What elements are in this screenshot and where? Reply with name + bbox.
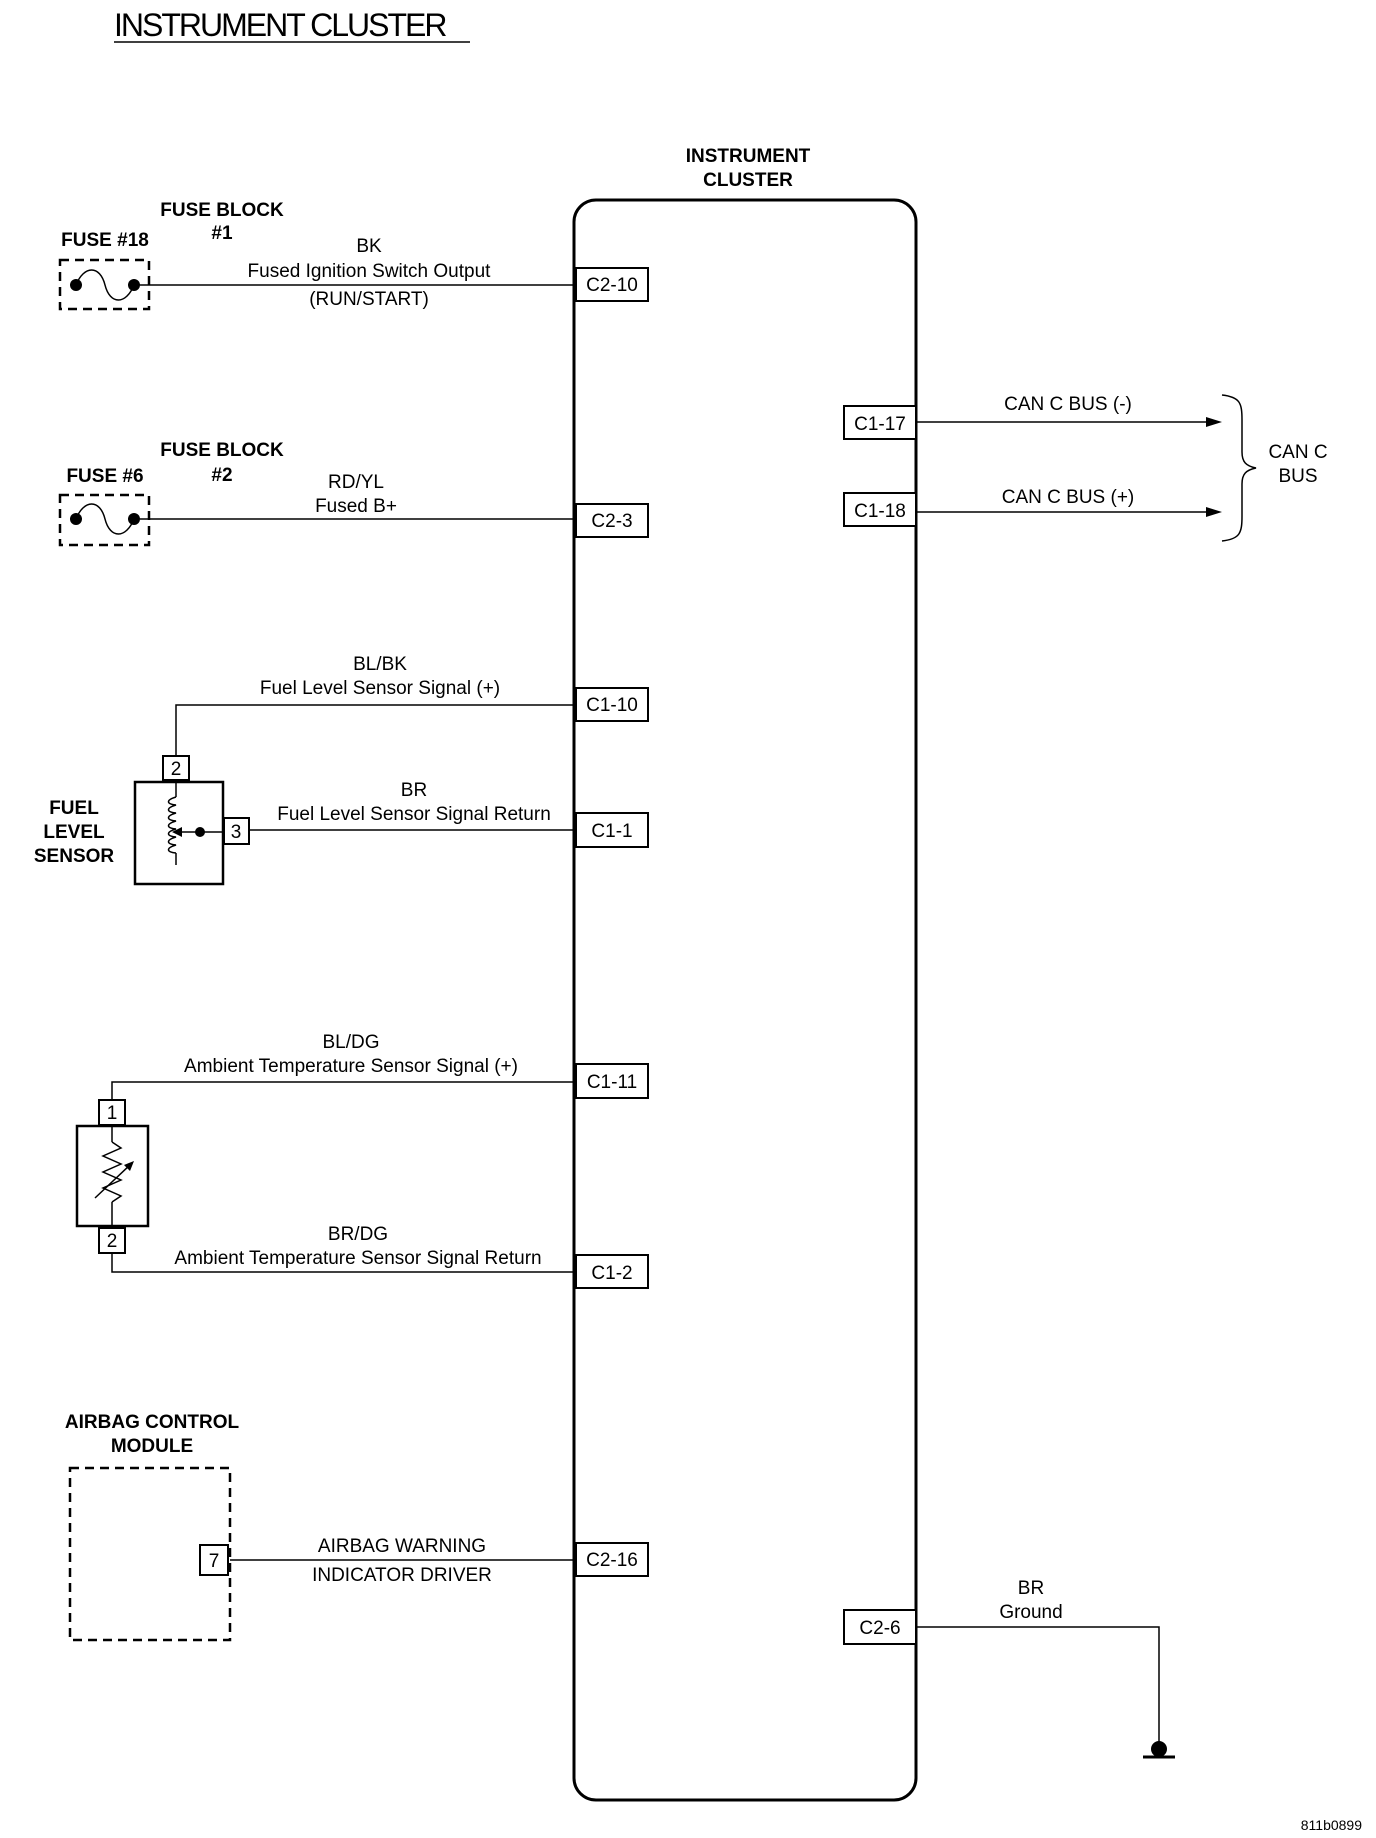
- pin-box-c1-17: [843, 405, 917, 440]
- wire-b-plus-name: Fused B+: [315, 496, 397, 517]
- wire-ambient-return-color: BR/DG: [328, 1224, 388, 1245]
- wire-ambient-signal: [111, 1081, 574, 1100]
- ambient-temperature-sensor-icon: [75, 1124, 150, 1228]
- wire-ground: [916, 1626, 1160, 1745]
- wire-ambient-signal-name: Ambient Temperature Sensor Signal (+): [184, 1056, 518, 1077]
- acm-label-line1: AIRBAG CONTROL: [65, 1412, 240, 1433]
- pin-box-c2-6: [843, 1609, 917, 1645]
- ambient-sensor-pin-2: 2: [107, 1231, 118, 1252]
- fuse-18-icon: [58, 258, 151, 311]
- instrument-cluster-module: [572, 198, 918, 1802]
- can-pos-arrow-icon: [1206, 507, 1222, 517]
- can-bus-label-line1: CAN C: [1268, 442, 1327, 463]
- fuse-18-label: FUSE #18: [61, 230, 149, 251]
- page-title: INSTRUMENT CLUSTER: [114, 7, 446, 43]
- fuse-block-2-number: #2: [211, 465, 232, 486]
- fuel-sensor-pin-3-box: [223, 817, 250, 845]
- pin-box-c2-10: [575, 267, 649, 302]
- acm-pin-7: 7: [209, 1551, 220, 1572]
- wire-airbag-indicator-line1: AIRBAG WARNING: [318, 1536, 486, 1557]
- pin-c1-11: C1-11: [587, 1072, 637, 1093]
- pin-box-c1-2: [575, 1254, 649, 1289]
- wire-b-plus-color: RD/YL: [328, 472, 384, 493]
- fuel-sensor-label-line2: LEVEL: [43, 822, 105, 843]
- pin-c1-18: C1-18: [854, 501, 906, 522]
- wire-can-pos-name: CAN C BUS (+): [1002, 487, 1135, 508]
- fuse-block-2-label: FUSE BLOCK: [160, 440, 284, 461]
- wire-airbag-indicator-line2: INDICATOR DRIVER: [312, 1565, 492, 1586]
- pin-c2-10: C2-10: [586, 275, 638, 296]
- pin-c1-2: C1-2: [591, 1263, 632, 1284]
- wire-ground-name: Ground: [999, 1602, 1062, 1623]
- cluster-label-line1: INSTRUMENT: [686, 146, 811, 167]
- ambient-sensor-pin-1: 1: [107, 1103, 118, 1124]
- pin-c2-6: C2-6: [859, 1618, 900, 1639]
- can-bus-label-line2: BUS: [1278, 466, 1317, 487]
- wire-ambient-return: [111, 1253, 574, 1273]
- pin-c1-10: C1-10: [586, 695, 638, 716]
- fuse-block-1-number: #1: [211, 223, 233, 244]
- wire-fuel-return-name: Fuel Level Sensor Signal Return: [277, 804, 551, 825]
- fuel-sensor-label-line3: SENSOR: [34, 846, 115, 867]
- figure-id: 811b0899: [1301, 1817, 1362, 1833]
- fuel-level-sensor-icon: [133, 780, 225, 886]
- fuel-sensor-label-line1: FUEL: [49, 798, 99, 819]
- fuse-block-1-label: FUSE BLOCK: [160, 200, 284, 221]
- wire-can-neg-name: CAN C BUS (-): [1004, 394, 1132, 415]
- can-bus-brace-icon: [1221, 394, 1257, 542]
- acm-label-line2: MODULE: [111, 1436, 193, 1457]
- pin-box-c1-10: [575, 687, 649, 722]
- pin-box-c2-16: [575, 1542, 649, 1577]
- wire-fuel-return-color: BR: [401, 780, 427, 801]
- wire-fuel-signal-color: BL/BK: [353, 654, 407, 675]
- wire-ignition-color: BK: [356, 236, 382, 257]
- pin-c2-16: C2-16: [586, 1550, 638, 1571]
- fuse-6-label: FUSE #6: [66, 466, 143, 487]
- wire-fuel-signal: [175, 704, 574, 758]
- wire-ignition-name: Fused Ignition Switch Output: [248, 261, 492, 282]
- wire-ground-color: BR: [1018, 1578, 1044, 1599]
- fuse-6-icon: [58, 493, 151, 547]
- cluster-label-line2: CLUSTER: [703, 170, 793, 191]
- pin-box-c2-3: [575, 503, 649, 538]
- can-neg-arrow-icon: [1206, 417, 1222, 427]
- pin-c1-17: C1-17: [854, 414, 906, 435]
- wire-ambient-return-name: Ambient Temperature Sensor Signal Return: [174, 1248, 541, 1269]
- wire-ambient-signal-color: BL/DG: [322, 1032, 379, 1053]
- pin-c2-3: C2-3: [591, 511, 632, 532]
- airbag-control-module-outline: [68, 1466, 232, 1642]
- wire-fuel-signal-name: Fuel Level Sensor Signal (+): [260, 678, 500, 699]
- ground-icon: [1143, 1741, 1175, 1759]
- pin-box-c1-11: [575, 1063, 649, 1099]
- ambient-sensor-pin-1-box: [98, 1099, 126, 1126]
- pin-box-c1-18: [843, 492, 917, 527]
- acm-pin-7-box: [199, 1544, 229, 1576]
- fuel-sensor-pin-2: 2: [171, 759, 182, 780]
- pin-c1-1: C1-1: [591, 821, 632, 842]
- wire-ignition-note: (RUN/START): [309, 289, 429, 310]
- fuel-sensor-pin-3: 3: [231, 822, 242, 843]
- pin-box-c1-1: [575, 812, 649, 848]
